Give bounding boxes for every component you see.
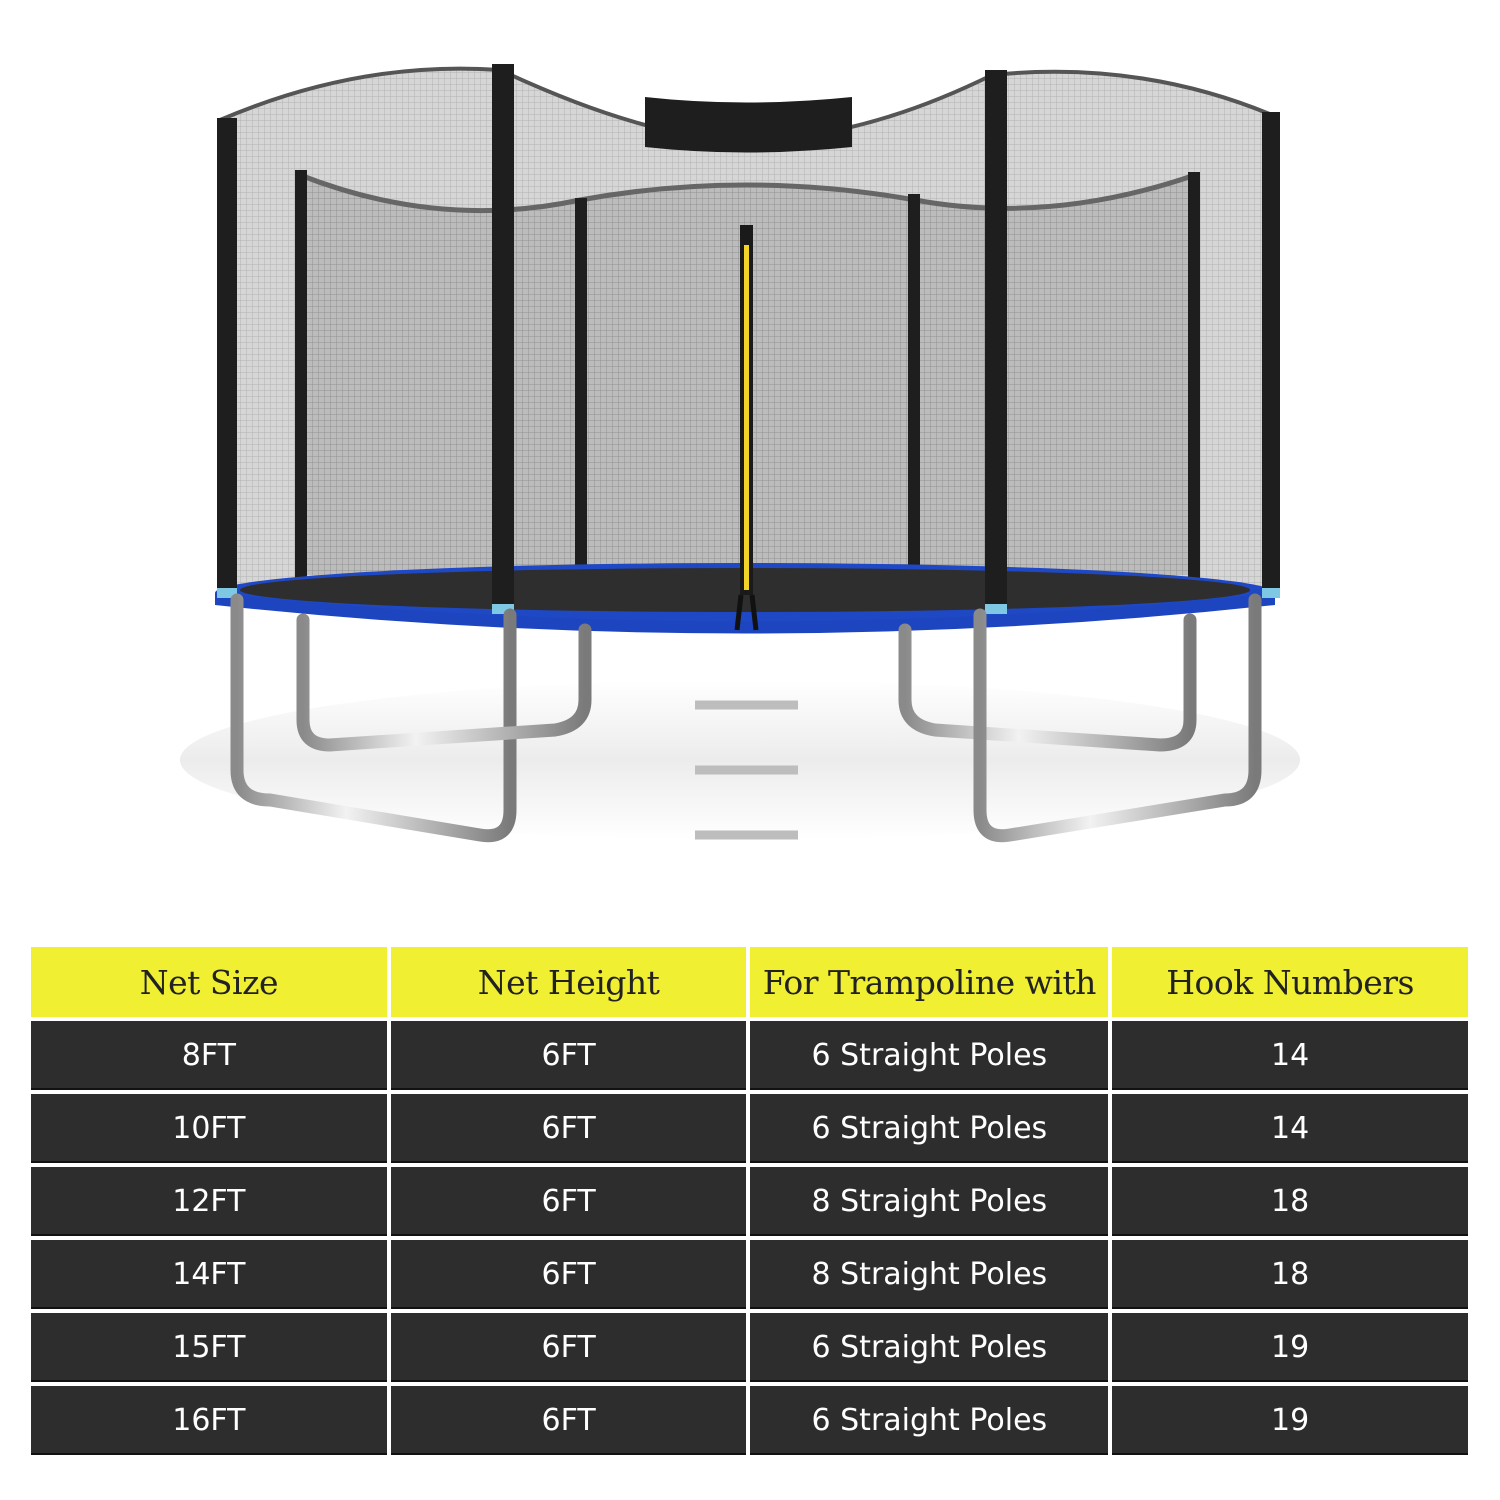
net-spec-table: Net Size Net Height For Trampoline with … bbox=[27, 943, 1472, 1459]
cell-poles: 8 Straight Poles bbox=[750, 1167, 1109, 1236]
cell-poles: 6 Straight Poles bbox=[750, 1313, 1109, 1382]
cell-hooks: 18 bbox=[1112, 1240, 1468, 1309]
cell-hooks: 18 bbox=[1112, 1167, 1468, 1236]
cell-net-size: 15FT bbox=[31, 1313, 387, 1382]
cell-hooks: 14 bbox=[1112, 1094, 1468, 1163]
cell-poles: 8 Straight Poles bbox=[750, 1240, 1109, 1309]
table-row: 15FT 6FT 6 Straight Poles 19 bbox=[31, 1313, 1468, 1382]
trampoline-product-image bbox=[170, 60, 1330, 890]
table-header-row: Net Size Net Height For Trampoline with … bbox=[31, 947, 1468, 1017]
trampoline-illustration bbox=[180, 64, 1300, 875]
header-hook-numbers: Hook Numbers bbox=[1112, 947, 1468, 1017]
table-row: 12FT 6FT 8 Straight Poles 18 bbox=[31, 1167, 1468, 1236]
cell-hooks: 19 bbox=[1112, 1313, 1468, 1382]
cell-poles: 6 Straight Poles bbox=[750, 1021, 1109, 1090]
cell-net-height: 6FT bbox=[390, 1240, 747, 1309]
cell-net-height: 6FT bbox=[390, 1021, 747, 1090]
cell-hooks: 14 bbox=[1112, 1021, 1468, 1090]
cell-hooks: 19 bbox=[1112, 1386, 1468, 1455]
cell-net-size: 10FT bbox=[31, 1094, 387, 1163]
cell-net-size: 8FT bbox=[31, 1021, 387, 1090]
cell-net-height: 6FT bbox=[390, 1386, 747, 1455]
net-banner bbox=[645, 97, 852, 153]
cell-net-size: 16FT bbox=[31, 1386, 387, 1455]
cell-net-size: 14FT bbox=[31, 1240, 387, 1309]
cell-net-height: 6FT bbox=[390, 1313, 747, 1382]
table-row: 8FT 6FT 6 Straight Poles 14 bbox=[31, 1021, 1468, 1090]
floor-shadow bbox=[180, 680, 1300, 840]
cell-net-size: 12FT bbox=[31, 1167, 387, 1236]
table-row: 10FT 6FT 6 Straight Poles 14 bbox=[31, 1094, 1468, 1163]
table-row: 16FT 6FT 6 Straight Poles 19 bbox=[31, 1386, 1468, 1455]
header-for-trampoline-with: For Trampoline with bbox=[750, 947, 1109, 1017]
cell-net-height: 6FT bbox=[390, 1167, 747, 1236]
cell-poles: 6 Straight Poles bbox=[750, 1386, 1109, 1455]
cell-poles: 6 Straight Poles bbox=[750, 1094, 1109, 1163]
cell-net-height: 6FT bbox=[390, 1094, 747, 1163]
table-row: 14FT 6FT 8 Straight Poles 18 bbox=[31, 1240, 1468, 1309]
header-net-height: Net Height bbox=[390, 947, 747, 1017]
header-net-size: Net Size bbox=[31, 947, 387, 1017]
